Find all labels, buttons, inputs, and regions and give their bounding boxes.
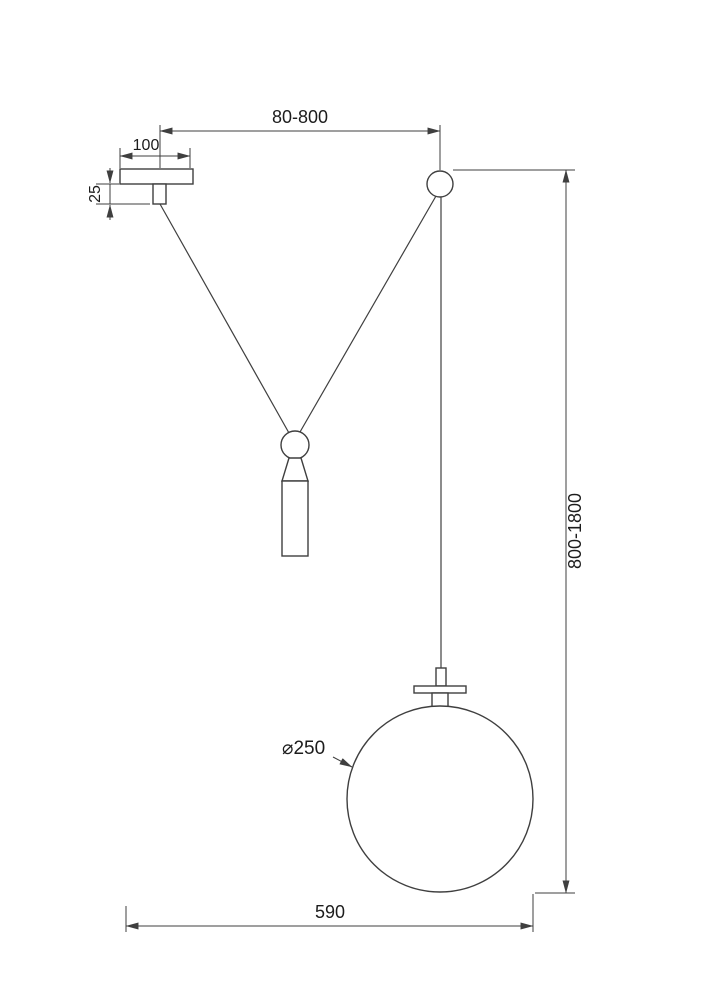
- counterweight: [280, 430, 310, 557]
- counterweight-funnel: [281, 457, 309, 482]
- dimension-globe-diameter: ⌀250: [282, 738, 353, 768]
- dimension-label-top-span: 80-800: [272, 107, 328, 127]
- top-pulley-ball: [426, 170, 454, 198]
- counterweight-ball: [280, 430, 310, 460]
- dimension-plate-drop: 25: [87, 168, 150, 220]
- dimension-label-plate-drop: 25: [87, 185, 104, 203]
- canopy-bar: [413, 685, 467, 694]
- dimension-label-overall-width: 590: [315, 902, 345, 922]
- dimension-label-drop-range: 800-1800: [565, 493, 585, 569]
- cable-right-diagonal: [299, 195, 437, 433]
- globe-shade: [346, 705, 534, 893]
- plate-stem: [152, 183, 167, 205]
- cable-left-diagonal: [159, 203, 290, 434]
- dimension-label-globe-diameter: ⌀250: [282, 738, 325, 759]
- pulley-ball: [426, 170, 454, 198]
- globe-outline: [346, 705, 534, 893]
- plate-outline: [119, 168, 194, 185]
- suspension-cables: [159, 195, 442, 668]
- dimension-label-plate-width: 100: [133, 137, 160, 154]
- dimension-overall-width: 590: [125, 894, 534, 932]
- dimension-top-span: 80-800: [159, 107, 441, 170]
- canopy-stem: [435, 667, 447, 687]
- leader-line: [332, 756, 353, 768]
- dimension-drop-range: 800-1800: [453, 169, 585, 894]
- ceiling-plate: [119, 168, 194, 205]
- counterweight-body: [281, 480, 309, 557]
- dimension-plate-width: 100: [119, 137, 191, 168]
- lamp-canopy: [413, 667, 467, 709]
